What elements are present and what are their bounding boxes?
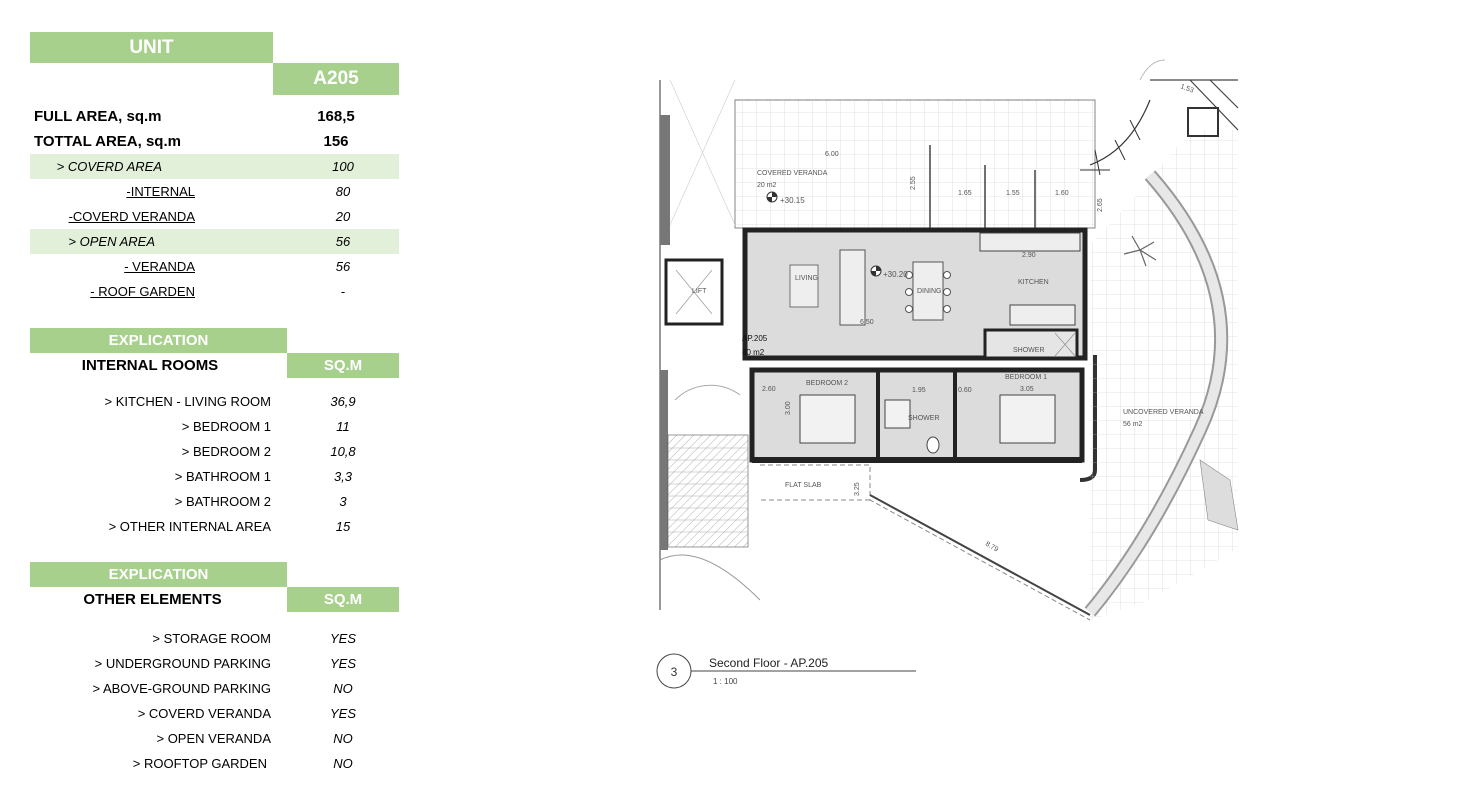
bedroom-2-label: BEDROOM 2 — [806, 380, 848, 387]
kitchen-label: KITCHEN — [1018, 279, 1049, 286]
covered-veranda-label: COVERED VERANDA — [757, 170, 828, 177]
dimension-label: 3.00 — [785, 401, 792, 415]
other-explication-header: EXPLICATION — [30, 562, 287, 587]
internal-explication-header: EXPLICATION — [30, 328, 287, 353]
internal-row-value: 3,3 — [333, 469, 353, 484]
other-row-label: > STORAGE ROOM — [152, 631, 271, 646]
internal-row-label: > OTHER INTERNAL AREA — [108, 519, 271, 534]
dimension-label: 1.60 — [1055, 190, 1069, 197]
full-area-label: FULL AREA, sq.m — [34, 108, 162, 125]
other-row-label: > UNDERGROUND PARKING — [94, 656, 271, 671]
internal-value: 80 — [335, 184, 351, 199]
internal-row-label: > BEDROOM 2 — [181, 444, 271, 459]
dimension-label: 2.55 — [910, 176, 917, 190]
other-row-value: YES — [329, 631, 356, 646]
other-row-label: > ABOVE-GROUND PARKING — [92, 681, 271, 696]
other-row-label: > COVERD VERANDA — [137, 706, 271, 721]
dimension-label: 1.65 — [958, 190, 972, 197]
unit-header: UNIT — [30, 32, 273, 63]
coverd-area-value: 100 — [332, 159, 354, 174]
bedroom-1-label: BEDROOM 1 — [1005, 374, 1047, 381]
total-area-value: 156 — [323, 133, 349, 150]
shower-label: SHOWER — [1013, 347, 1045, 354]
coverd-veranda-label: -COVERD VERANDA — [68, 209, 195, 224]
open-area-label: > OPEN AREA — [68, 234, 155, 249]
plan-terrace-edge — [1080, 59, 1239, 176]
internal-unit-header: SQ.M — [287, 353, 399, 378]
dimension-label: 2.65 — [1097, 198, 1104, 212]
coverd-area-label: > COVERD AREA — [56, 159, 162, 174]
internal-row-label: > KITCHEN - LIVING ROOM — [104, 394, 272, 409]
dimension-label: 3.25 — [854, 482, 861, 496]
internal-label: -INTERNAL — [126, 184, 195, 199]
dimension-label: 2.60 — [762, 386, 776, 393]
open-area-band — [30, 229, 399, 254]
flat-slab-label: FLAT SLAB — [785, 482, 822, 489]
other-row-value: NO — [333, 731, 353, 746]
plan-dimensions: 6.00 1.65 1.55 1.60 2.55 2.65 2.90 6.50 … — [762, 83, 1195, 553]
internal-row-value: 36,9 — [330, 394, 356, 409]
caption-title: Second Floor - AP.205 — [709, 656, 829, 670]
roof-garden-label: - ROOF GARDEN — [90, 284, 195, 299]
plan-caption: 3 Second Floor - AP.205 1 : 100 — [656, 653, 916, 689]
total-area-label: TOTTAL AREA, sq.m — [34, 133, 181, 150]
dining-label: DINING — [917, 288, 942, 295]
dimension-label: 1.53 — [1179, 83, 1194, 94]
other-row-value: YES — [329, 656, 356, 671]
other-elements-title: OTHER ELEMENTS — [83, 591, 222, 608]
internal-row-label: > BATHROOM 1 — [174, 469, 271, 484]
other-row-value: YES — [329, 706, 356, 721]
coverd-veranda-value: 20 — [335, 209, 351, 224]
apartment-label: AP.205 — [742, 334, 768, 343]
other-row-label: > OPEN VERANDA — [156, 731, 271, 746]
apartment-area: 80 m2 — [742, 348, 765, 357]
uncovered-veranda-label: UNCOVERED VERANDA — [1123, 409, 1204, 416]
other-row-value: NO — [333, 756, 353, 771]
shower-label: SHOWER — [908, 415, 940, 422]
internal-row-value: 11 — [336, 419, 350, 434]
other-unit-header: SQ.M — [287, 587, 399, 612]
dimension-label: 2.90 — [1022, 252, 1036, 259]
caption-scale: 1 : 100 — [713, 677, 738, 686]
plan-left-structure — [659, 80, 761, 610]
level-label: +30.20 — [883, 270, 908, 279]
dimension-label: 1.55 — [1006, 190, 1020, 197]
internal-row-value: 15 — [335, 519, 351, 534]
dimension-label: 3.05 — [1020, 386, 1034, 393]
plan-uncovered-veranda — [1084, 130, 1239, 620]
unit-code: A205 — [273, 63, 399, 95]
internal-row-label: > BATHROOM 2 — [174, 494, 271, 509]
lift-label: LIFT — [692, 288, 707, 295]
internal-row-value: 3 — [339, 494, 347, 509]
veranda-label: - VERANDA — [124, 259, 195, 274]
full-area-value: 168,5 — [317, 108, 355, 125]
open-area-value: 56 — [335, 234, 351, 249]
plan-covered-veranda — [669, 79, 1096, 229]
internal-row-label: > BEDROOM 1 — [181, 419, 271, 434]
other-row-value: NO — [333, 681, 353, 696]
level-label: +30.15 — [780, 196, 805, 205]
internal-row-value: 10,8 — [330, 444, 356, 459]
plan-flat-slab — [760, 464, 1091, 621]
uncovered-veranda-area: 56 m2 — [1123, 421, 1143, 428]
veranda-value: 56 — [335, 259, 351, 274]
dimension-label: 1.95 — [912, 387, 926, 394]
plan-apartment — [742, 227, 1097, 482]
covered-veranda-area: 20 m2 — [757, 182, 777, 189]
internal-rooms-title: INTERNAL ROOMS — [81, 357, 219, 374]
roof-garden-value: - — [340, 284, 346, 299]
dimension-label: 0.60 — [958, 387, 972, 394]
other-row-label: > ROOFTOP GARDEN — [132, 756, 267, 771]
caption-number: 3 — [671, 665, 678, 679]
dimension-label: 6.50 — [860, 319, 874, 326]
dimension-label: 6.00 — [825, 151, 839, 158]
coverd-area-band — [30, 154, 399, 179]
dimension-label: 8.79 — [984, 541, 999, 554]
living-label: LIVING — [795, 275, 818, 282]
plan-labels: COVERED VERANDA 20 m2 +30.15 +30.20 LIVI… — [692, 170, 1204, 489]
